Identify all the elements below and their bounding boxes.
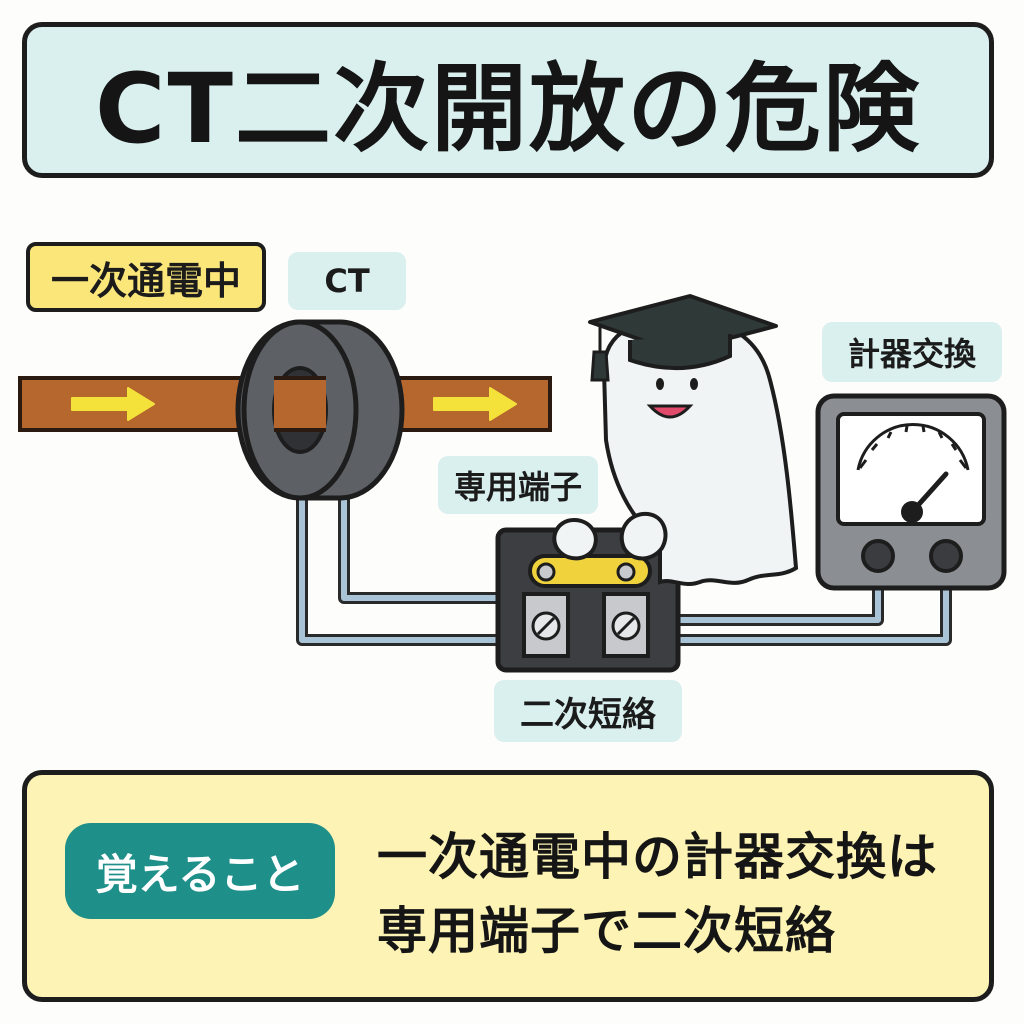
terminal-block-icon — [495, 527, 681, 673]
meter-replacement-label: 計器交換 — [822, 322, 1002, 382]
remember-line-1: 一次通電中の計器交換は — [377, 828, 938, 886]
secondary-short-label: 二次短絡 — [494, 680, 682, 742]
remember-panel: 覚えること 一次通電中の計器交換は 専用端子で二次短絡 — [22, 770, 994, 1002]
arrow-right-icon — [71, 387, 155, 421]
ct-label: CT — [288, 252, 406, 310]
dedicated-terminal-label: 専用端子 — [438, 456, 598, 514]
primary-energized-label: 一次通電中 — [26, 242, 266, 312]
remember-line-2: 専用端子で二次短絡 — [377, 902, 836, 960]
arrow-right-icon — [433, 387, 517, 421]
title-banner: CT二次開放の危険 — [22, 22, 994, 178]
remember-badge: 覚えること — [65, 823, 335, 919]
page-title: CT二次開放の危険 — [95, 52, 921, 165]
ct-ring-icon — [235, 319, 405, 501]
analog-meter-icon — [815, 393, 1007, 591]
ghost-graduate-icon — [552, 294, 799, 586]
